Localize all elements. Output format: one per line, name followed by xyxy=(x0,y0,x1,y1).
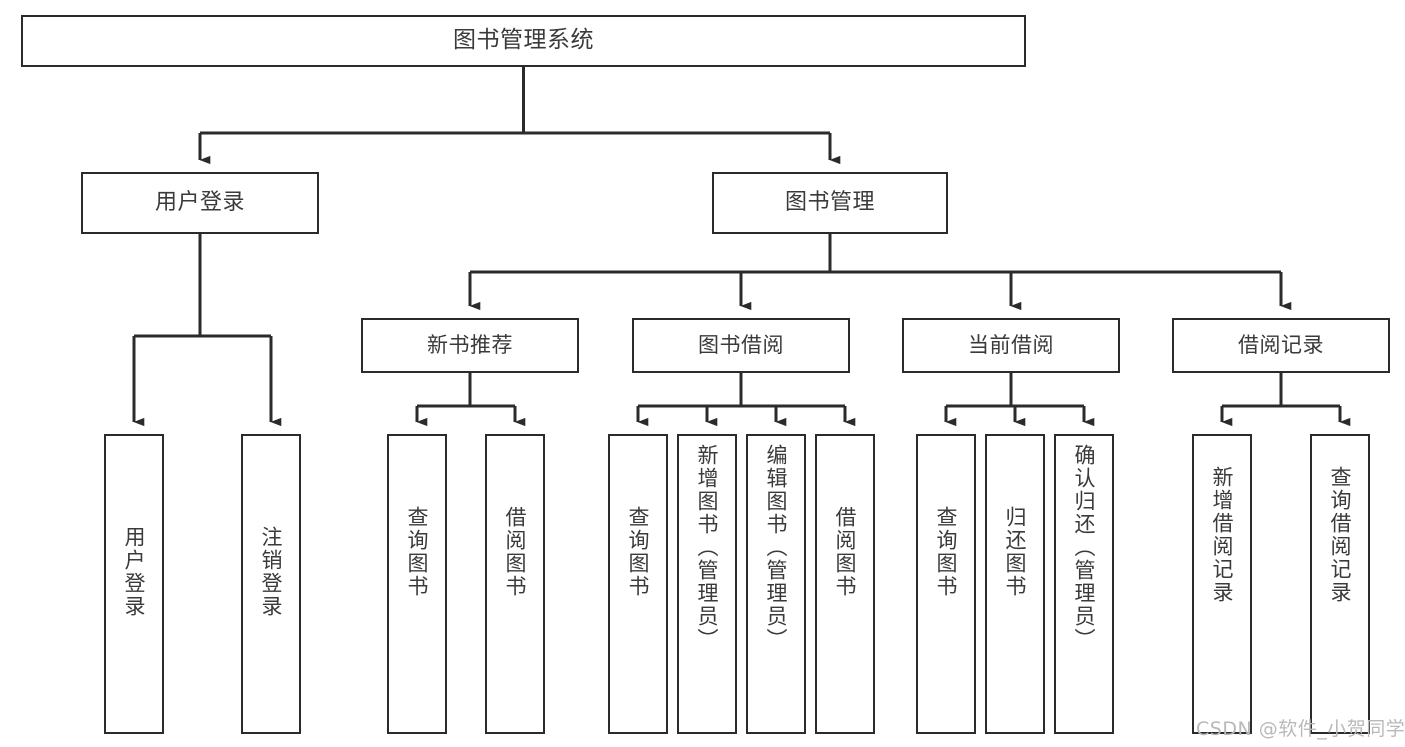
node-leaf-query-book-borrow-label: 查询图书 xyxy=(626,506,651,598)
node-leaf-query-book-new[interactable]: 查询图书 xyxy=(387,434,447,734)
node-user-login[interactable]: 用户登录 xyxy=(81,172,319,234)
node-current-borrow[interactable]: 当前借阅 xyxy=(902,318,1120,373)
node-leaf-borrow-book-new-label: 借阅图书 xyxy=(503,506,528,598)
node-leaf-add-borrow-record[interactable]: 新增借阅记录 xyxy=(1192,434,1252,734)
csdn-watermark: CSDN @软件_小贺同学 xyxy=(1196,718,1405,740)
node-leaf-query-book-current-label: 查询图书 xyxy=(934,506,959,598)
node-leaf-query-book-borrow[interactable]: 查询图书 xyxy=(608,434,668,734)
node-leaf-confirm-return-admin[interactable]: 确认归还（管理员） xyxy=(1054,434,1114,734)
node-leaf-query-book-current[interactable]: 查询图书 xyxy=(916,434,976,734)
node-leaf-add-borrow-record-label: 新增借阅记录 xyxy=(1210,466,1235,604)
node-leaf-query-borrow-record[interactable]: 查询借阅记录 xyxy=(1310,434,1370,734)
node-borrow-record-label: 借阅记录 xyxy=(1238,333,1324,358)
node-leaf-logout-login-label: 注销登录 xyxy=(259,526,284,618)
node-leaf-query-borrow-record-label: 查询借阅记录 xyxy=(1328,466,1353,604)
node-leaf-query-book-new-label: 查询图书 xyxy=(405,506,430,598)
node-new-book-recommend-label: 新书推荐 xyxy=(427,333,513,358)
node-leaf-edit-book-admin-label: 编辑图书（管理员） xyxy=(764,444,789,651)
node-user-login-label: 用户登录 xyxy=(154,190,245,216)
node-leaf-borrow-book[interactable]: 借阅图书 xyxy=(815,434,875,734)
node-leaf-return-book-label: 归还图书 xyxy=(1003,506,1028,598)
node-current-borrow-label: 当前借阅 xyxy=(968,333,1054,358)
node-leaf-user-login[interactable]: 用户登录 xyxy=(104,434,164,734)
node-leaf-edit-book-admin[interactable]: 编辑图书（管理员） xyxy=(746,434,806,734)
node-leaf-return-book[interactable]: 归还图书 xyxy=(985,434,1045,734)
node-leaf-confirm-return-admin-label: 确认归还（管理员） xyxy=(1072,444,1097,651)
node-leaf-borrow-book-label: 借阅图书 xyxy=(833,506,858,598)
node-root[interactable]: 图书管理系统 xyxy=(21,15,1026,67)
node-leaf-logout-login[interactable]: 注销登录 xyxy=(241,434,301,734)
node-new-book-recommend[interactable]: 新书推荐 xyxy=(361,318,579,373)
node-leaf-borrow-book-new[interactable]: 借阅图书 xyxy=(485,434,545,734)
node-borrow-record[interactable]: 借阅记录 xyxy=(1172,318,1390,373)
node-book-manage-label: 图书管理 xyxy=(784,190,875,216)
node-book-borrow-label: 图书借阅 xyxy=(698,333,784,358)
node-leaf-user-login-label: 用户登录 xyxy=(122,526,147,618)
node-leaf-add-book-admin[interactable]: 新增图书（管理员） xyxy=(677,434,737,734)
node-root-label: 图书管理系统 xyxy=(453,27,594,54)
node-leaf-add-book-admin-label: 新增图书（管理员） xyxy=(695,444,720,651)
node-book-borrow[interactable]: 图书借阅 xyxy=(632,318,850,373)
node-book-manage[interactable]: 图书管理 xyxy=(712,172,948,234)
